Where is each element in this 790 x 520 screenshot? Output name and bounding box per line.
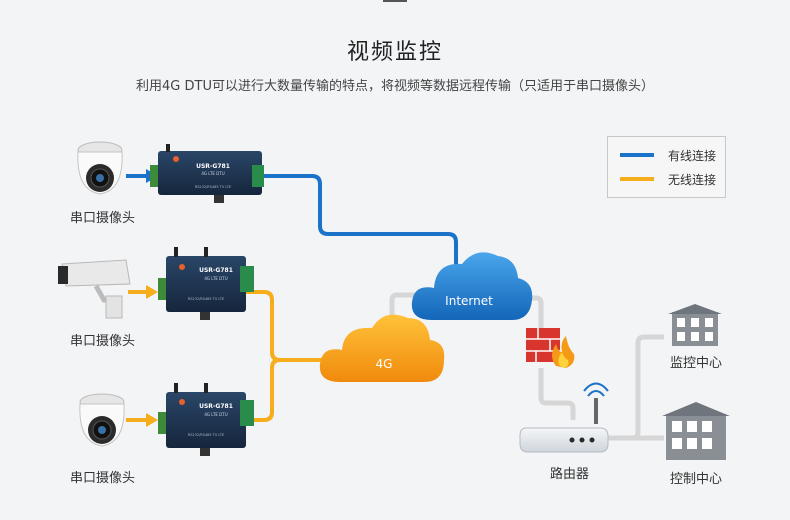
control-center-label: 控制中心 [670,472,723,487]
link-internet-to-firewall [515,295,544,328]
legend-label-wireless: 无线连接 [668,172,717,187]
monitor-center-label: 监控中心 [670,356,723,371]
arrow-camera3 [146,413,158,427]
cloud-internet-icon [411,252,533,320]
link-4g-to-internet [389,292,425,330]
arrow-camera2 [146,285,158,299]
dtu-device-1 [150,144,264,203]
dtu3-sub: 4G LTE DTU [204,412,227,417]
legend-item-wireless: 无线连接 [620,170,716,188]
cloud-4g-label: 4G [376,357,393,371]
dtu1-sub: 4G LTE DTU [201,171,224,176]
router-label: 路由器 [550,467,590,482]
dome-camera-1 [77,141,123,195]
camera-label-3: 串口摄像头 [70,471,136,486]
legend: 有线连接 无线连接 [607,136,726,198]
page-subtitle: 利用4G DTU可以进行大数量传输的特点，将视频等数据远程传输（只适用于串口摄像… [136,79,654,94]
cloud-4g-icon [319,314,445,382]
dome-camera-2 [79,393,125,447]
dtu2-model: USR-G781 [199,267,233,274]
dtu1-model: USR-G781 [196,163,230,170]
top-accent-bar [383,0,407,2]
dtu2-sub: 4G LTE DTU [204,276,227,281]
camera-label-1: 串口摄像头 [70,211,136,226]
link-dtu2-to-4g [246,290,340,362]
dtu1-ports: RS232/RS485 TV LTE [195,185,231,189]
legend-label-wired: 有线连接 [668,148,717,163]
dtu3-ports: RS232/RS485 TV LTE [188,433,224,437]
wireless-links [126,290,340,422]
legend-swatch-wireless [620,177,654,181]
dtu-device-2 [158,247,254,320]
control-center-building-icon [662,402,730,460]
dtu3-model: USR-G781 [199,403,233,410]
camera-label-2: 串口摄像头 [70,334,136,349]
firewall-icon [526,328,575,368]
dtu-device-3 [158,383,254,456]
cloud-internet-label: Internet [445,294,493,308]
monitor-center-building-icon [668,304,722,346]
dtu2-ports: RS232/RS485 TV LTE [188,297,224,301]
page-title: 视频监控 [346,40,443,65]
gray-wired-links [389,292,664,441]
legend-swatch-wired [620,153,654,157]
link-router-to-monitor [608,334,664,441]
link-dtu3-to-4g [246,358,281,422]
wired-links [126,174,458,265]
legend-item-wired: 有线连接 [620,146,716,164]
bullet-camera [58,259,131,319]
router-icon [519,382,609,453]
link-firewall-to-router [538,368,576,420]
link-dtu1-to-internet [262,174,458,265]
